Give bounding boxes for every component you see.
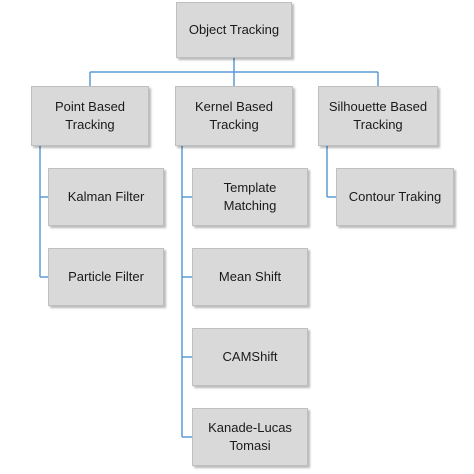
category-node-silhouette-based: Silhouette Based Tracking bbox=[318, 86, 438, 146]
leaf-node-particle-filter: Particle Filter bbox=[48, 248, 164, 306]
root-node-object-tracking: Object Tracking bbox=[176, 2, 292, 58]
leaf-node-contour-traking: Contour Traking bbox=[336, 168, 454, 226]
leaf-node-kanade-lucas-tomasi: Kanade-Lucas Tomasi bbox=[192, 408, 308, 466]
leaf-node-camshift: CAMShift bbox=[192, 328, 308, 386]
leaf-node-mean-shift: Mean Shift bbox=[192, 248, 308, 306]
leaf-node-template-matching: Template Matching bbox=[192, 168, 308, 226]
category-node-point-based: Point Based Tracking bbox=[31, 86, 149, 146]
leaf-node-kalman-filter: Kalman Filter bbox=[48, 168, 164, 226]
category-node-kernel-based: Kernel Based Tracking bbox=[175, 86, 293, 146]
